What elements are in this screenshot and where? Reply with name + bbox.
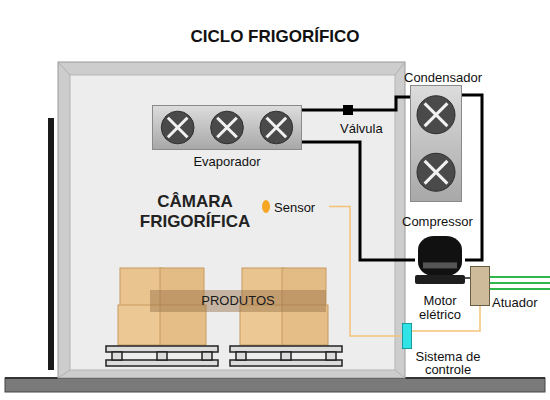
products [118,268,328,345]
wall-corner [58,62,70,75]
node-label: Motor elétrico [410,294,470,322]
refrigerant-line [353,97,410,110]
refrigerant-line [462,95,482,260]
diagram-title: CICLO FRIGORÍFICO [0,27,550,47]
evaporator: Evaporador [152,105,302,169]
actuator: Atuador [468,264,548,310]
node-label: CÂMARA FRIGORÍFICA [120,192,270,232]
node-label: Condensador [404,70,482,85]
node-label: Atuador [492,295,538,310]
node-label: Evaporador [152,154,302,169]
chamber-interior [70,75,395,370]
actuator-shape [470,266,490,306]
wall-corner [58,370,70,378]
wall-corner [395,370,405,378]
chamber-wall [58,62,405,378]
control-system-shape [402,323,412,349]
pallets [106,346,342,366]
condenser-shape [410,85,462,202]
control-system: Sistema de controle [398,321,498,379]
wall-corner [395,62,405,75]
sensor-shape [262,200,270,213]
power-wires [490,277,550,289]
evaporator-shape [152,105,302,150]
valve-shape [343,105,353,115]
compressor-shape [415,236,465,284]
condenser: Condensador [404,70,496,203]
sensor: Sensor [260,199,326,215]
node-label: Sistema de controle [398,350,498,376]
door [48,118,54,370]
node-label: Sensor [274,200,315,215]
refrigerant-line [302,110,343,111]
refrigerant-line [302,142,415,260]
node-label: Compressor [402,214,473,229]
node-label: Válvula [340,121,383,136]
signal-line [329,207,402,337]
valve: Válvula [318,103,390,139]
node-label: PRODUTOS [150,293,326,308]
floor [5,378,545,392]
products-band: PRODUTOS [150,290,326,312]
